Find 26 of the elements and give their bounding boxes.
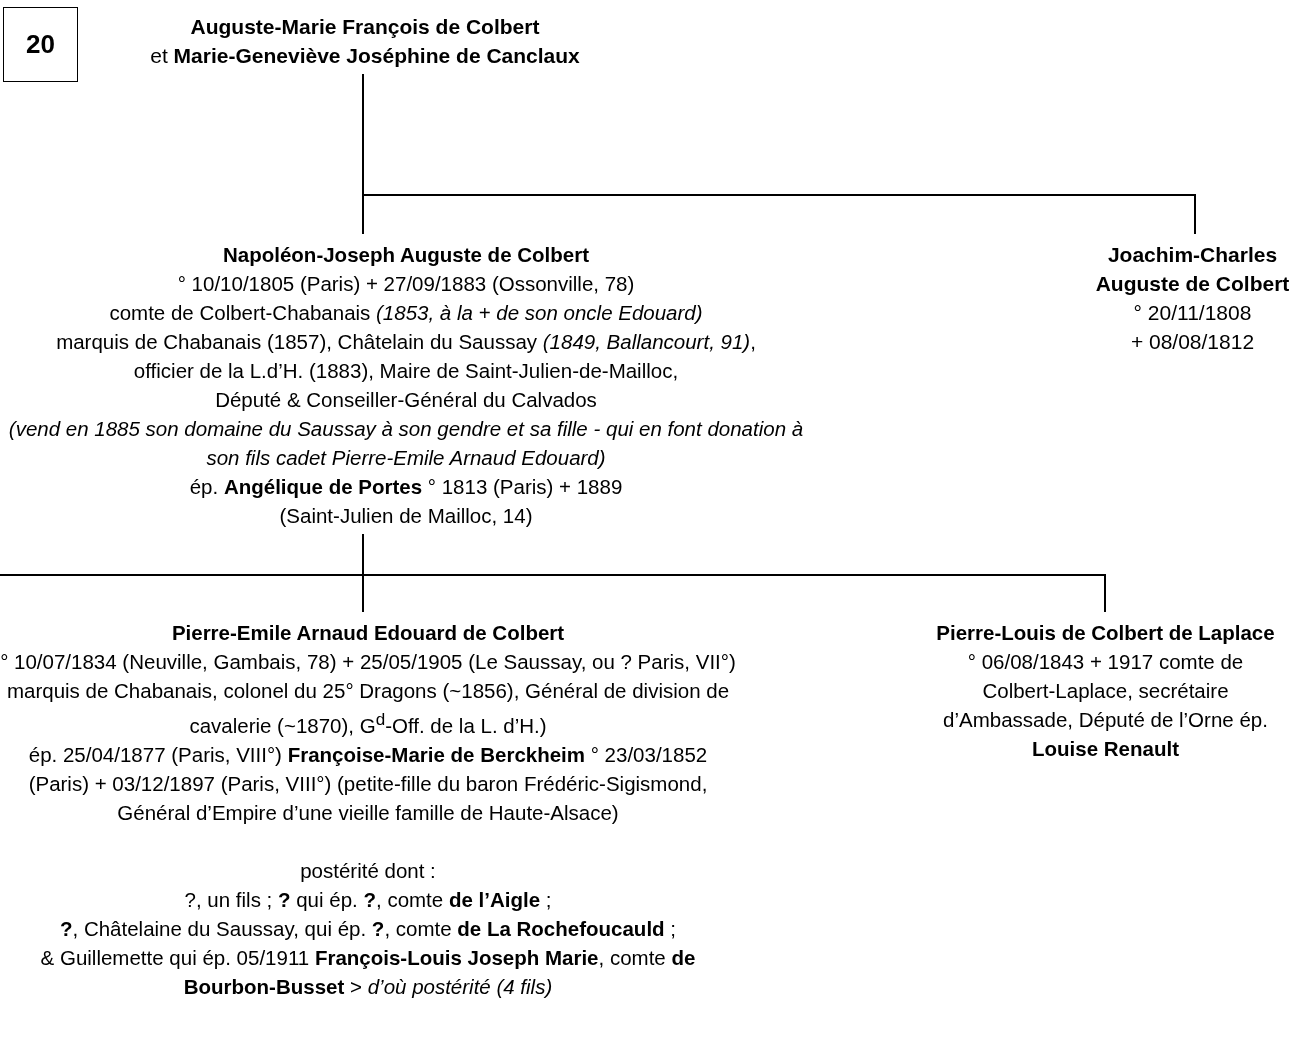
entry-text: ° 10/10/1805 (Paris) + 27/09/1883 (Ossonville, 78) bbox=[176, 271, 636, 297]
entry-text: postérité dont : bbox=[299, 857, 437, 884]
entry-text: (vend en 1885 son domaine du Saussay à son gendre et sa fille - qui en font donation à son fils cadet Pierre-Emile Arnaud Edouard) bbox=[7, 416, 805, 471]
entry-text: (Saint-Julien de Mailloc, 14) bbox=[278, 503, 534, 529]
person-name: Pierre-Louis de Colbert de Laplace bbox=[935, 620, 1276, 646]
entry-text: ° 06/08/1843 + 1917 comte de Colbert-Laplace, secrétaire d’Ambassade, Député de l’Orne ép. Louise Renault bbox=[942, 649, 1269, 762]
entry-text: + 08/08/1812 bbox=[1129, 329, 1256, 355]
entry-text: ép. Angélique de Portes ° 1813 (Paris) + 1889 bbox=[188, 474, 624, 500]
person-name: Auguste-Marie François de Colbert bbox=[189, 14, 541, 40]
person-name: Pierre-Emile Arnaud Edouard de Colbert bbox=[170, 620, 566, 646]
entry-text: ?, Châtelaine du Saussay, qui ép. ?, comte de La Rochefoucauld ; bbox=[58, 915, 677, 942]
person-name: Napoléon-Joseph Auguste de Colbert bbox=[222, 242, 590, 268]
entry-text: comte de Colbert-Chabanais (1853, à la + de son oncle Edouard) bbox=[108, 300, 704, 326]
entry-text: ° 10/07/1834 (Neuville, Gambais, 78) + 25/05/1905 (Le Saussay, ou ? Paris, VII°) marquis de Chabanais, colonel du 25° Dragons (~1856), Général de division de cavalerie (~1870), G$^{d}$-Off. de la L. d’H.) bbox=[0, 649, 736, 739]
connector-line bbox=[0, 533, 364, 576]
entry-text: Député & Conseiller-Général du Calvados bbox=[214, 387, 598, 413]
number-box: 20 bbox=[3, 7, 78, 82]
entry-text: ?, un fils ; ? qui ép. ?, comte de l’Aigle ; bbox=[183, 886, 553, 913]
entry-text: officier de la L.d’H. (1883), Maire de Saint-Julien-de-Mailloc, bbox=[132, 358, 680, 384]
entry-text: ép. 25/04/1877 (Paris, VIII°) Françoise-Marie de Berckheim ° 23/03/1852 (Paris) + 03/12/1897 (Paris, VIII°) (petite-fille du baron Frédéric-Sigismond, Général d’Empire d’une vieille famille de Haute-Alsace) bbox=[27, 741, 709, 826]
person-name: Joachim-Charles Auguste de Colbert bbox=[1094, 242, 1291, 297]
entry-text: et Marie-Geneviève Joséphine de Canclaux bbox=[149, 43, 581, 69]
entry-text: marquis de Chabanais (1857), Châtelain du Saussay (1849, Ballancourt, 91), bbox=[55, 329, 757, 355]
entry-text: ° 20/11/1808 bbox=[1132, 300, 1253, 326]
entry-text: & Guillemette qui ép. 05/1911 François-Louis Joseph Marie, comte de Bourbon-Busset > d’où postérité (4 fils) bbox=[39, 944, 697, 1000]
connector-line bbox=[362, 73, 1196, 235]
